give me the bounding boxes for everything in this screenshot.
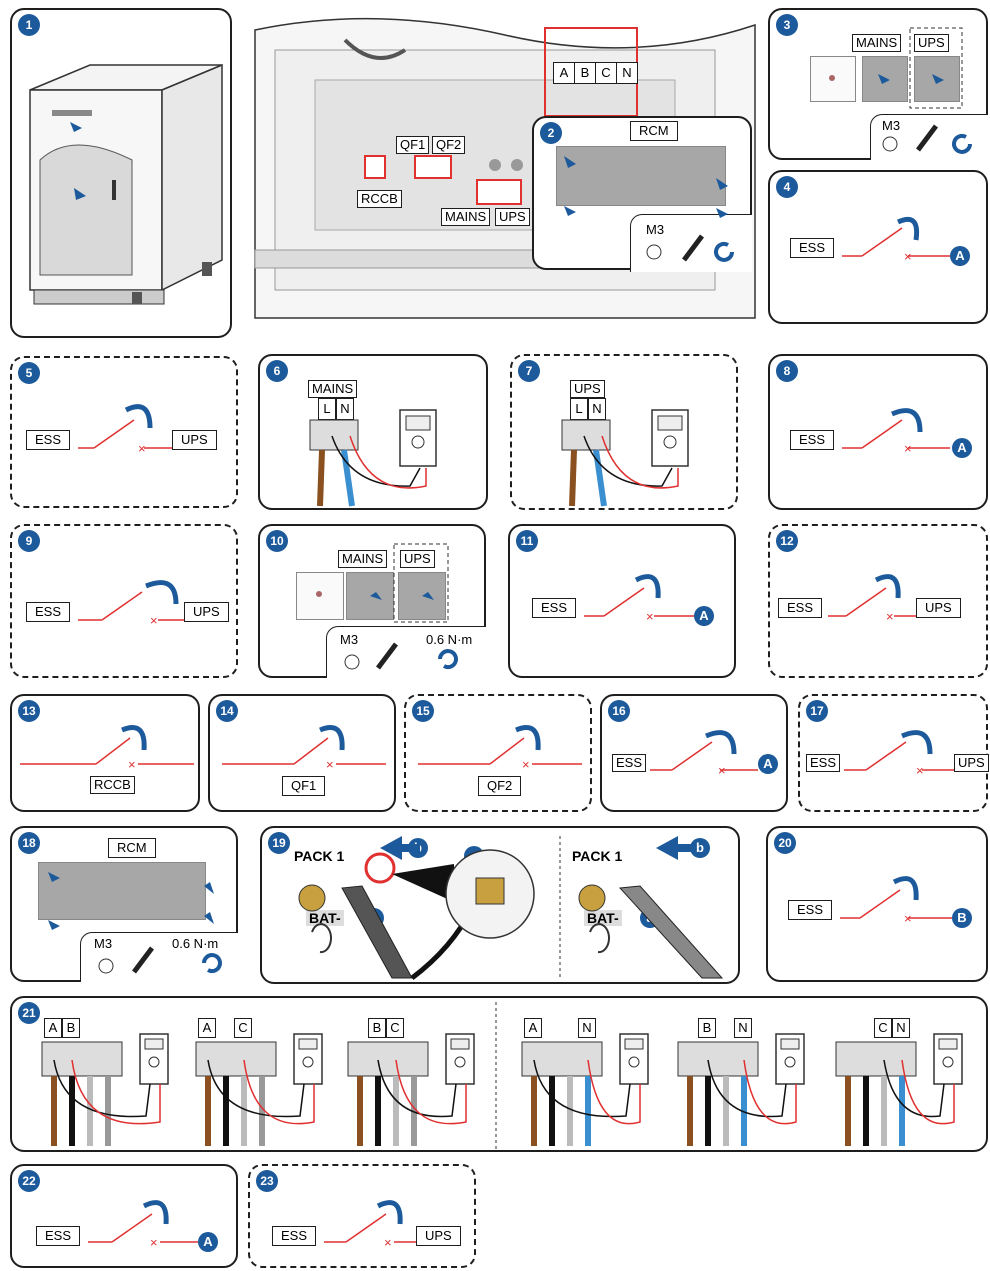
multimeter-measurement bbox=[512, 356, 740, 512]
step-11-panel: 11 ESS × A bbox=[508, 524, 736, 678]
switch-diagram: × bbox=[12, 1166, 240, 1270]
phase-label: B bbox=[368, 1018, 386, 1038]
step-19-panel: 19 PACK 1 PACK 1 BAT- BAT- b b a a c bbox=[260, 826, 740, 984]
qf2-label: QF2 bbox=[432, 136, 465, 154]
step-1-panel: 1 bbox=[10, 8, 232, 338]
phase-label: N bbox=[892, 1018, 910, 1038]
step-14-panel: 14 QF1 × bbox=[208, 694, 396, 812]
phase-pair-group: AC bbox=[182, 1004, 332, 1150]
svg-text:×: × bbox=[646, 609, 654, 624]
ups-label: UPS bbox=[495, 208, 530, 226]
terminal-a: A bbox=[553, 62, 575, 84]
switch-diagram: × bbox=[12, 358, 240, 510]
step-10-panel: 10 MAINS UPS M3 0.6 N·m bbox=[258, 524, 486, 678]
phase-pair-group: CN bbox=[822, 1004, 972, 1150]
phase-label: B bbox=[62, 1018, 80, 1038]
step-5-panel: 5 ESS UPS × bbox=[10, 356, 238, 508]
tag-a: A bbox=[950, 246, 970, 266]
svg-text:×: × bbox=[916, 763, 924, 778]
step-12-panel: 12 ESS UPS × bbox=[768, 524, 988, 678]
svg-text:×: × bbox=[150, 613, 158, 628]
switch-diagram: × bbox=[12, 526, 240, 680]
step-6-panel: 6 MAINS L N bbox=[258, 354, 488, 510]
phase-label: N bbox=[578, 1018, 596, 1038]
step-3-panel: 3 MAINS UPS M3 bbox=[768, 8, 988, 160]
svg-text:×: × bbox=[886, 609, 894, 624]
svg-text:×: × bbox=[718, 763, 726, 778]
phase-label: C bbox=[386, 1018, 404, 1038]
svg-text:×: × bbox=[904, 911, 912, 926]
switch-diagram: × bbox=[768, 828, 990, 984]
screwdriver-icon bbox=[534, 118, 754, 272]
step-23-panel: 23 ESS UPS × bbox=[248, 1164, 476, 1268]
svg-text:×: × bbox=[128, 757, 136, 772]
step-2-panel: 2 RCM M3 bbox=[532, 116, 752, 270]
phase-label: B bbox=[698, 1018, 716, 1038]
multimeter-measurement bbox=[260, 356, 490, 512]
tag-a: A bbox=[758, 754, 778, 774]
step-15-panel: 15 QF2 × bbox=[404, 694, 592, 812]
step-7-panel: 7 UPS L N bbox=[510, 354, 738, 510]
svg-text:×: × bbox=[522, 757, 530, 772]
terminal-b: B bbox=[574, 62, 596, 84]
phase-pair-group: AN bbox=[508, 1004, 658, 1150]
connector-insertion-diagram bbox=[262, 828, 742, 986]
tag-a: A bbox=[952, 438, 972, 458]
step-22-panel: 22 ESS × A bbox=[10, 1164, 238, 1268]
svg-text:×: × bbox=[326, 757, 334, 772]
switch-diagram: × bbox=[12, 696, 202, 814]
switch-diagram: × bbox=[406, 696, 594, 814]
step-8-panel: 8 ESS × A bbox=[768, 354, 988, 510]
svg-text:×: × bbox=[904, 441, 912, 456]
screwdriver-icon bbox=[260, 526, 488, 680]
rccb-label: RCCB bbox=[357, 190, 402, 208]
step-20-panel: 20 ESS × B bbox=[766, 826, 988, 982]
switch-diagram: × bbox=[800, 696, 990, 814]
svg-text:×: × bbox=[904, 249, 912, 264]
screwdriver-icon bbox=[770, 10, 990, 162]
qf1-label: QF1 bbox=[396, 136, 429, 154]
mains-label: MAINS bbox=[441, 208, 490, 226]
step-9-panel: 9 ESS UPS × bbox=[10, 524, 238, 678]
svg-text:×: × bbox=[384, 1235, 392, 1250]
cabinet-illustration bbox=[12, 10, 234, 340]
step-13-panel: 13 RCCB × bbox=[10, 694, 200, 812]
phase-label: N bbox=[734, 1018, 752, 1038]
switch-diagram: × bbox=[210, 696, 398, 814]
terminal-block-with-meter bbox=[334, 1004, 484, 1150]
phase-label: A bbox=[198, 1018, 216, 1038]
step-17-panel: 17 ESS UPS × bbox=[798, 694, 988, 812]
terminal-c: C bbox=[595, 62, 617, 84]
phase-label: C bbox=[234, 1018, 252, 1038]
tag-a: A bbox=[198, 1232, 218, 1252]
switch-diagram: × bbox=[770, 526, 990, 680]
phase-label: A bbox=[524, 1018, 542, 1038]
switch-diagram: × bbox=[770, 356, 990, 512]
phase-label: A bbox=[44, 1018, 62, 1038]
phase-pair-group: AB bbox=[28, 1004, 178, 1150]
tag-a: A bbox=[694, 606, 714, 626]
switch-diagram: × bbox=[250, 1166, 478, 1270]
step-16-panel: 16 ESS × A bbox=[600, 694, 788, 812]
terminal-n: N bbox=[616, 62, 638, 84]
step-4-panel: 4 ESS × A bbox=[768, 170, 988, 324]
screwdriver-icon bbox=[12, 828, 240, 984]
phase-label: C bbox=[874, 1018, 892, 1038]
switch-diagram: × bbox=[510, 526, 738, 680]
tag-b: B bbox=[952, 908, 972, 928]
phase-pair-group: BC bbox=[334, 1004, 484, 1150]
svg-text:×: × bbox=[138, 441, 146, 456]
step-18-panel: 18 RCM M3 0.6 N·m bbox=[10, 826, 238, 982]
step-21-panel: 21 ABACBCANBNCN bbox=[10, 996, 988, 1152]
svg-text:×: × bbox=[150, 1235, 158, 1250]
